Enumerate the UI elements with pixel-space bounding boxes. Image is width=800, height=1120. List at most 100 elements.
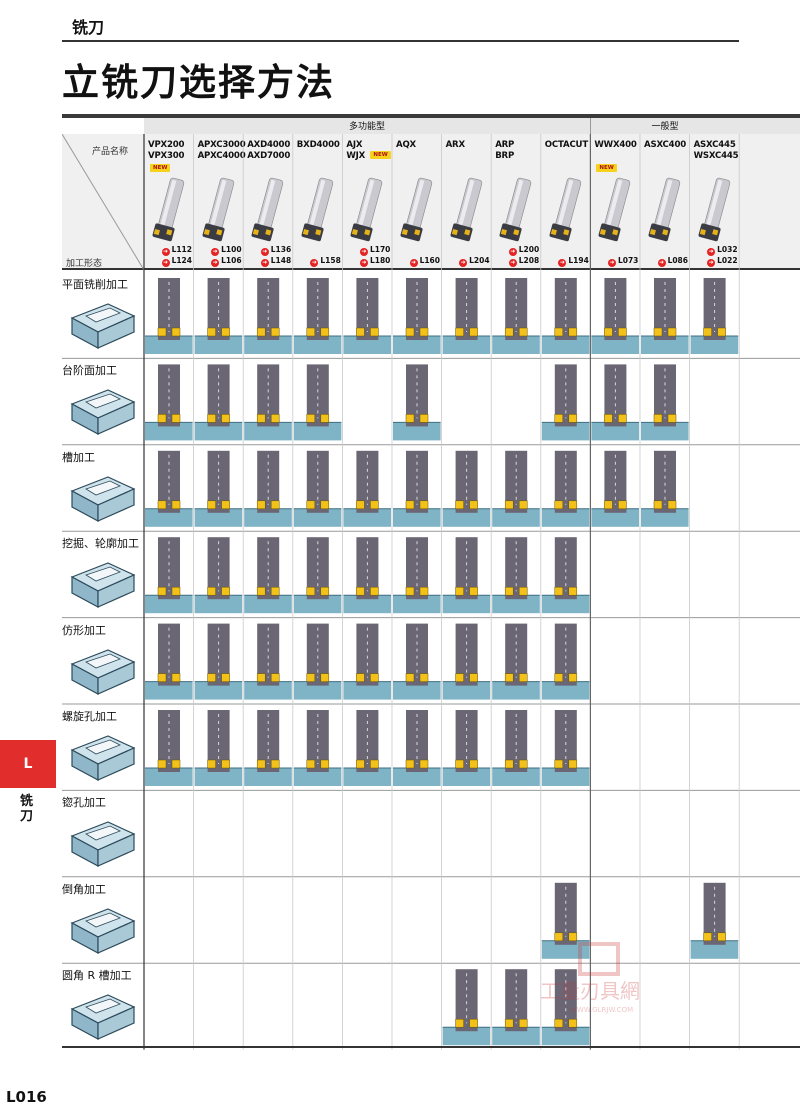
tool-body xyxy=(306,623,329,686)
tool-body xyxy=(207,278,230,340)
workpiece-shape xyxy=(194,508,243,527)
tool-body xyxy=(455,450,478,513)
page-refs: ➜L112➜L124 xyxy=(161,245,192,267)
page-ref[interactable]: ➜L106 xyxy=(211,256,242,267)
product-name-line: WWX400 xyxy=(594,140,637,150)
product-name-line: WSXC445 xyxy=(693,151,739,161)
insert-icon xyxy=(256,586,266,596)
insert-icon xyxy=(455,673,464,682)
cell-face-wwx xyxy=(591,278,639,354)
tool-body xyxy=(505,450,528,513)
insert-icon xyxy=(667,327,677,337)
insert-icon xyxy=(405,500,415,510)
insert-icon xyxy=(405,759,415,769)
insert-icon xyxy=(717,932,726,942)
insert-icon xyxy=(554,586,564,596)
page-ref[interactable]: ➜L180 xyxy=(359,256,390,267)
page-ref[interactable]: ➜L124 xyxy=(161,256,192,267)
workpiece-shape xyxy=(541,595,590,614)
page-ref[interactable]: ➜L170 xyxy=(359,245,390,256)
cell-pocket-arp xyxy=(492,537,540,614)
tool-body xyxy=(257,623,280,686)
insert-icon xyxy=(568,327,578,337)
workpiece-shape xyxy=(145,336,193,354)
page-ref[interactable]: ➜L194 xyxy=(558,256,589,267)
arrow-icon: ➜ xyxy=(607,259,616,267)
cell-slot-ajx xyxy=(343,450,391,527)
page-ref[interactable]: ➜L160 xyxy=(409,256,440,267)
page-ref-label: L208 xyxy=(518,256,540,265)
row-label: 倒角加工 xyxy=(62,882,106,896)
page-ref-label: L148 xyxy=(270,256,292,265)
insert-icon xyxy=(306,414,316,423)
workpiece-shape xyxy=(244,336,292,354)
page-refs: ➜L158 xyxy=(310,256,341,267)
insert-icon xyxy=(306,759,316,769)
product-name-line: VPX200 xyxy=(148,140,185,150)
workpiece-shape xyxy=(343,681,391,700)
tool-body xyxy=(604,278,627,340)
page-ref[interactable]: ➜L100 xyxy=(211,245,242,256)
arrow-icon: ➜ xyxy=(161,248,170,256)
row-label: 螺旋孔加工 xyxy=(62,710,117,723)
page-ref[interactable]: ➜L032 xyxy=(707,245,738,256)
insert-icon xyxy=(618,414,627,423)
tool-body xyxy=(505,278,528,340)
arrow-icon: ➜ xyxy=(260,259,269,267)
cell-pocket-bxd xyxy=(293,537,342,614)
page-ref[interactable]: ➜L022 xyxy=(707,256,738,267)
cell-helical-vpx xyxy=(145,710,193,786)
insert-icon xyxy=(568,1018,578,1028)
insert-icon xyxy=(554,932,564,942)
tool-body xyxy=(554,710,577,772)
workpiece-shape xyxy=(145,595,193,614)
page-ref[interactable]: ➜L200 xyxy=(508,245,539,256)
row-chamfer: 倒角加工 xyxy=(62,877,144,963)
insert-icon xyxy=(405,673,415,682)
insert-icon xyxy=(370,586,379,596)
page-ref-label: L158 xyxy=(320,256,341,265)
insert-icon xyxy=(604,500,613,510)
insert-icon xyxy=(455,759,464,769)
workpiece-shape xyxy=(343,508,391,527)
workpiece-shape xyxy=(492,768,540,786)
tool-body xyxy=(306,450,329,513)
product-name-line: WJX xyxy=(346,151,366,161)
tool-body xyxy=(604,364,627,427)
insert-icon xyxy=(518,759,528,769)
insert-icon xyxy=(653,500,663,510)
page-ref[interactable]: ➜L208 xyxy=(508,256,540,267)
product-name-line: AXD4000 xyxy=(247,140,291,150)
product-col-bxd: BXD4000➜L158 xyxy=(293,134,343,270)
cell-slot-vpx xyxy=(145,450,193,527)
page-ref-label: L112 xyxy=(171,245,192,254)
page-ref[interactable]: ➜L112 xyxy=(161,245,192,256)
workpiece-shape xyxy=(293,595,342,614)
tool-body xyxy=(604,450,627,513)
tool-body xyxy=(406,710,428,772)
arrow-icon: ➜ xyxy=(359,259,368,267)
cell-slot-aqx xyxy=(393,450,441,527)
insert-icon xyxy=(171,673,181,682)
page-ref[interactable]: ➜L148 xyxy=(260,256,292,267)
cell-face-axd xyxy=(244,278,292,354)
insert-icon xyxy=(618,500,627,510)
page-ref[interactable]: ➜L073 xyxy=(607,256,638,267)
workpiece-shape xyxy=(591,422,639,441)
cell-pocket-vpx xyxy=(145,537,193,614)
page-ref[interactable]: ➜L086 xyxy=(657,256,688,267)
page-refs: ➜L204 xyxy=(459,256,490,267)
cutter-photo-icon xyxy=(202,177,234,242)
workpiece-shape xyxy=(393,508,441,527)
page-ref[interactable]: ➜L136 xyxy=(260,245,291,256)
workpiece-shape xyxy=(343,336,391,354)
cell-radius-arp xyxy=(492,969,540,1046)
workpiece-shape xyxy=(442,595,491,614)
page-ref[interactable]: ➜L158 xyxy=(310,256,341,267)
cutter-photo-icon xyxy=(698,177,730,242)
tool-body xyxy=(257,537,280,600)
row-shoulder: 台阶面加工 xyxy=(62,358,144,444)
page-ref[interactable]: ➜L204 xyxy=(459,256,490,267)
